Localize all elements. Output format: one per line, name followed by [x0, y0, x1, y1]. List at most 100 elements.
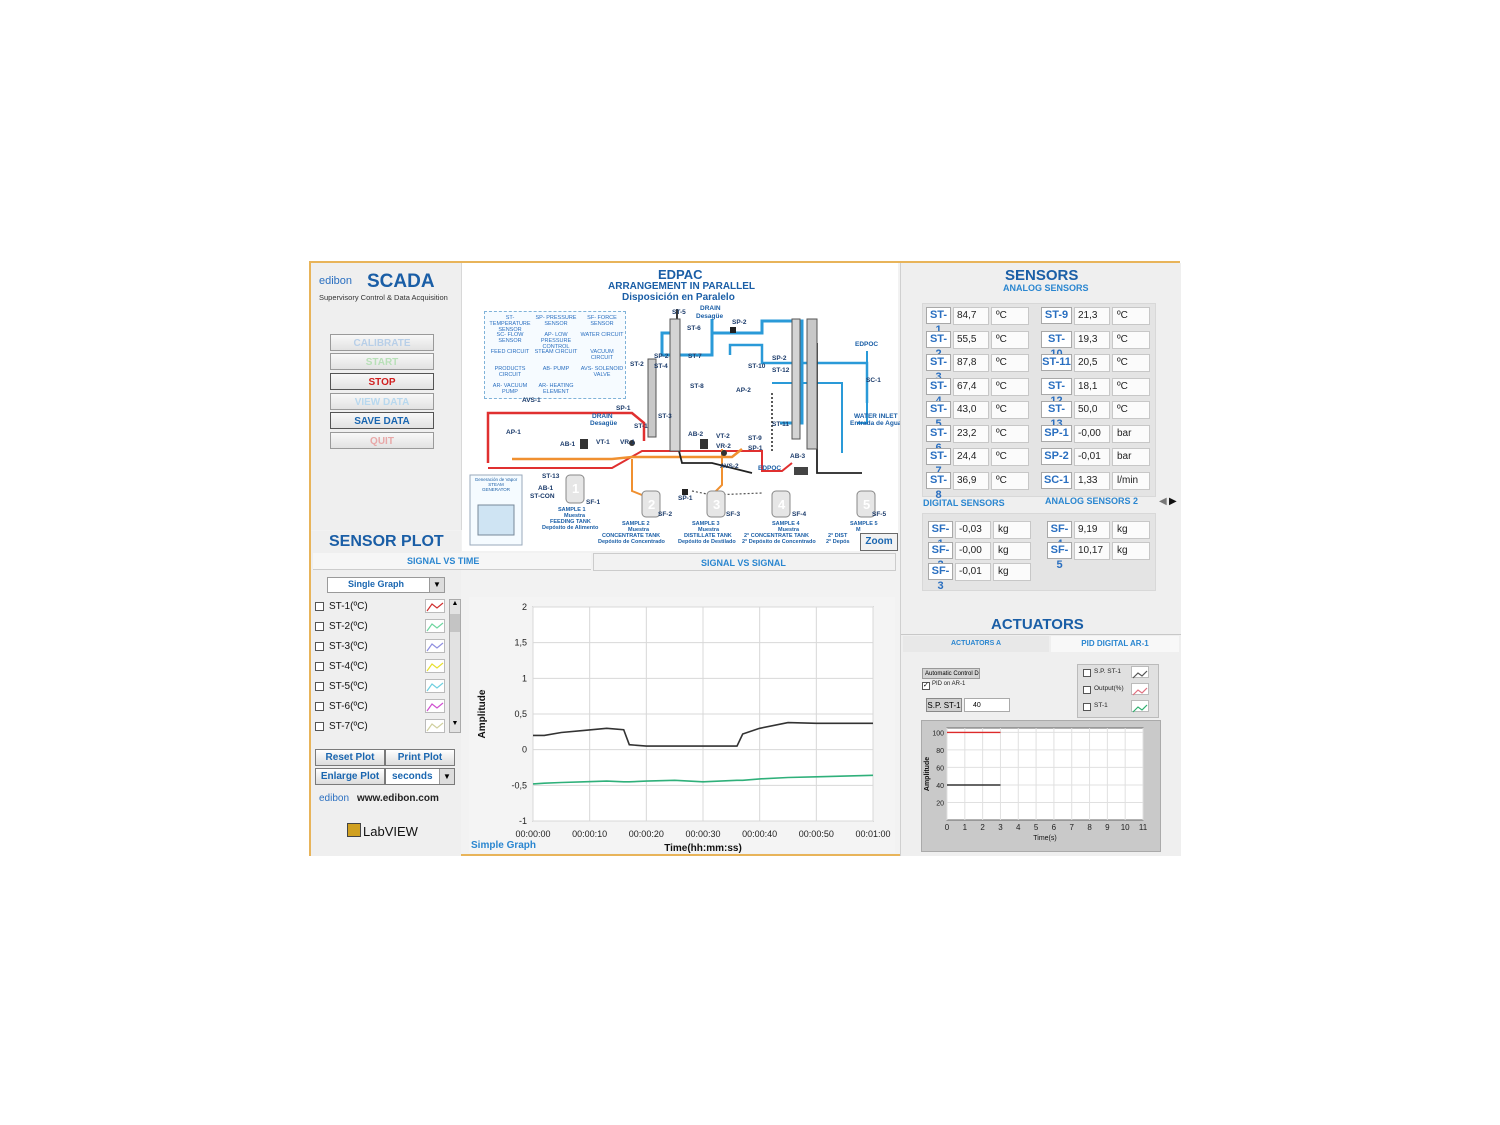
tab-signal-vs-signal[interactable]: SIGNAL VS SIGNAL [701, 558, 786, 568]
diagram-label-st8: ST-8 [690, 383, 704, 390]
y-tick-label: 0 [522, 745, 527, 755]
diagram-label-s4d: 2° Depósito de Concentrado [742, 539, 816, 545]
time-units-select[interactable]: seconds ▼ [385, 768, 455, 785]
digital-right-tag: SF-4 [1047, 521, 1072, 550]
save-data-button[interactable]: SAVE DATA [330, 412, 434, 429]
analog-right-tag: ST-9 [1041, 307, 1072, 324]
signal-color-swatch[interactable] [425, 619, 445, 633]
diagram-label-s5b: M [856, 527, 861, 533]
pid-legend-swatch [1131, 683, 1149, 696]
diagram-label-ab2: AB-2 [688, 431, 704, 438]
scroll-up-icon[interactable]: ▲ [451, 600, 459, 607]
view-data-button[interactable]: VIEW DATA [330, 393, 434, 410]
pid-legend-label: S.P. ST-1 [1094, 668, 1121, 675]
analog-sensors-2-tab[interactable]: ANALOG SENSORS 2 [1045, 496, 1139, 506]
diagram-label-water: WATER INLET [854, 413, 898, 420]
pid-x-tick: 1 [963, 823, 968, 832]
y-tick-label: 1,5 [514, 638, 527, 648]
time-units-value: seconds [392, 771, 433, 782]
signal-color-swatch[interactable] [425, 599, 445, 613]
scroll-thumb[interactable] [450, 614, 460, 632]
pid-checkbox[interactable]: ✓ [922, 682, 930, 690]
scroll-down-icon[interactable]: ▼ [451, 720, 459, 727]
diagram-label-abl: AB-1 [538, 485, 554, 492]
analog-left-value: 23,2 [953, 424, 989, 443]
website-link[interactable]: www.edibon.com [357, 793, 439, 804]
signal-color-swatch[interactable] [425, 659, 445, 673]
quit-button[interactable]: QUIT [330, 432, 434, 449]
x-tick-label: 00:01:00 [855, 829, 890, 839]
signal-checkbox[interactable] [315, 602, 324, 611]
signal-color-swatch[interactable] [425, 719, 445, 733]
diagram-label-sp1a: SP-1 [616, 405, 631, 412]
diagram-label-t2: 2 [648, 497, 656, 512]
digital-left-unit: kg [993, 563, 1031, 581]
pid-y-tick: 20 [936, 800, 944, 807]
units-chevron-icon[interactable]: ▼ [439, 769, 454, 784]
automatic-control-button[interactable]: Automatic Control D [922, 668, 980, 679]
diagram-label-sf4: SF-4 [792, 511, 807, 518]
signal-checkbox[interactable] [315, 722, 324, 731]
tab-signal-vs-time[interactable]: SIGNAL VS TIME [407, 556, 480, 566]
y-axis-label: Amplitude [477, 689, 488, 738]
tab-scroll-right-icon[interactable]: ▶ [1169, 496, 1177, 507]
diagram-label-s3c: DISTILLATE TANK [684, 533, 732, 539]
diagram-legend: ST- TEMPERATURE SENSOR SP- PRESSURE SENSO… [484, 311, 626, 399]
signal-checkbox[interactable] [315, 622, 324, 631]
analog-left-tag: ST-8 [926, 471, 951, 501]
diagram-label-t1: 1 [572, 481, 580, 496]
digital-left-tag: SF-2 [928, 542, 953, 571]
calibrate-button[interactable]: CALIBRATE [330, 334, 434, 351]
pid-legend-checkbox[interactable] [1083, 669, 1091, 677]
signal-checkbox[interactable] [315, 642, 324, 651]
sp-st1-input[interactable]: 40 [964, 698, 1010, 712]
analog-right-value: 19,3 [1074, 330, 1110, 349]
tab-actuators-a[interactable]: ACTUATORS A [903, 636, 1049, 652]
analog-right-unit: l/min [1112, 471, 1150, 490]
diagram-title: EDPAC [658, 267, 703, 282]
diagram-label-s2c: CONCENTRATE TANK [602, 533, 661, 539]
edibon-footer-logo: edibon [319, 793, 350, 804]
diagram-label-s1: SAMPLE 1 [558, 507, 586, 513]
analog-right-tag: SC-1 [1041, 471, 1072, 489]
signal-color-swatch[interactable] [425, 679, 445, 693]
pid-legend-checkbox[interactable] [1083, 703, 1091, 711]
analog-left-value: 36,9 [953, 471, 989, 490]
diagram-label-s2b: Muestra [628, 527, 650, 533]
digital-left-tag: SF-1 [928, 521, 953, 550]
digital-right-unit: kg [1112, 542, 1150, 560]
digital-sensors-tab[interactable]: DIGITAL SENSORS [923, 498, 1005, 508]
process-diagram: EDPAC ARRANGEMENT IN PARALLEL Disposició… [462, 263, 901, 551]
start-button[interactable]: START [330, 353, 434, 370]
signal-checkbox[interactable] [315, 702, 324, 711]
pid-legend-swatch [1131, 666, 1149, 679]
analog-right-tag: ST-12 [1041, 377, 1072, 407]
enlarge-plot-button[interactable]: Enlarge Plot [315, 768, 385, 785]
signal-list-scrollbar[interactable]: ▲ ▼ [449, 599, 461, 733]
signal-color-swatch[interactable] [425, 639, 445, 653]
analog-left-value: 24,4 [953, 448, 989, 466]
legend-entry: ST- TEMPERATURE SENSOR [489, 315, 531, 333]
legend-entry: SP- PRESSURE SENSOR [535, 315, 577, 327]
diagram-label-st13: ST-13 [542, 473, 560, 480]
chevron-down-icon[interactable]: ▼ [429, 578, 444, 592]
diagram-label-st1: ST-1 [634, 423, 648, 430]
tab-signal-vs-time-bg [313, 553, 591, 570]
signal-color-swatch[interactable] [425, 699, 445, 713]
print-plot-button[interactable]: Print Plot [385, 749, 455, 766]
signal-checkbox[interactable] [315, 662, 324, 671]
diagram-label-s1d: Depósito de Alimento [542, 525, 599, 531]
tab-scroll-left-icon[interactable]: ◀ [1159, 496, 1167, 507]
pid-legend-checkbox[interactable] [1083, 686, 1091, 694]
tab-pid-digital[interactable]: PID DIGITAL AR-1 [1051, 636, 1179, 652]
signal-label: ST-3(ºC) [329, 641, 368, 652]
signal-checkbox[interactable] [315, 682, 324, 691]
signal-label: ST-6(ºC) [329, 701, 368, 712]
graph-mode-select[interactable]: Single Graph ▼ [327, 577, 445, 593]
analog-left-unit: ºC [991, 377, 1029, 396]
zoom-button[interactable]: Zoom [860, 533, 898, 551]
digital-left-value: -0,03 [955, 521, 991, 539]
stop-button[interactable]: STOP [330, 373, 434, 390]
reset-plot-button[interactable]: Reset Plot [315, 749, 385, 766]
